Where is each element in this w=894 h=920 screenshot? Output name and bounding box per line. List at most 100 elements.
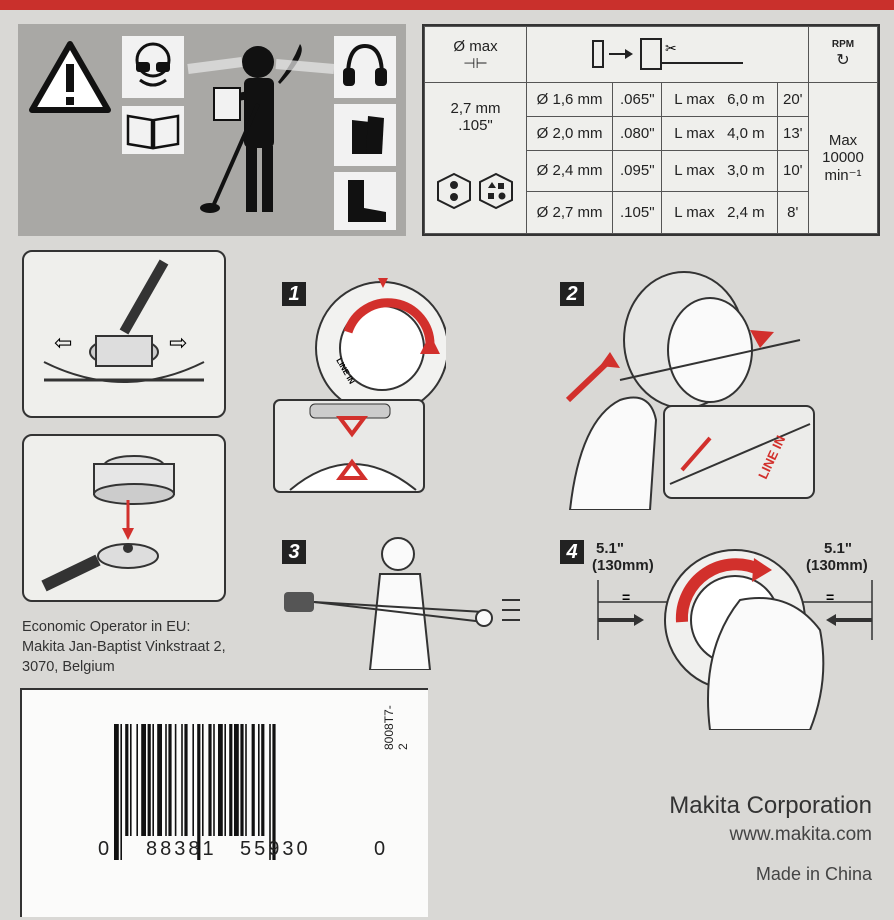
barcode-bar xyxy=(197,724,201,860)
operator-figure xyxy=(200,44,302,213)
operator-line3: 3070, Belgium xyxy=(22,659,115,675)
barcode-bar xyxy=(141,724,146,836)
manual-icon xyxy=(122,106,184,154)
line-spec-table: Ø max ⊣⊢ ✂ RPM ↻ 2,7 mm . xyxy=(422,24,880,236)
max-rpm: 10000 xyxy=(822,149,864,166)
trimmer-head-illustration: ⇦ ⇨ xyxy=(22,250,226,418)
max-line-in: .105" xyxy=(458,116,493,134)
step-1-badge: 1 xyxy=(282,282,306,306)
eq-left: = xyxy=(622,589,630,605)
barcode-bar xyxy=(240,724,244,836)
barcode-bar xyxy=(229,724,233,836)
row1-ft: 20' xyxy=(776,82,810,117)
row1-inch: .065" xyxy=(612,82,663,117)
barcode-bar xyxy=(157,724,162,836)
ear-protection-icon xyxy=(334,36,396,98)
product-code: 8008T7-2 xyxy=(382,705,410,750)
row4-m: 2,4 m xyxy=(727,204,765,222)
safety-illustration xyxy=(29,36,396,230)
gloves-icon xyxy=(334,104,396,166)
barcode-bar xyxy=(208,724,212,836)
dim-right-mm: (130mm) xyxy=(806,557,868,574)
barcode-bar xyxy=(125,724,129,836)
row2-ft: 13' xyxy=(776,115,810,151)
row2-dia: Ø 2,0 mm xyxy=(525,115,614,151)
company-url: www.makita.com xyxy=(729,824,872,845)
barcode-digits-3: 55930 xyxy=(240,838,311,860)
barcode-bar xyxy=(120,724,122,860)
barcode-digits-2: 88381 xyxy=(146,838,217,860)
barcode xyxy=(114,724,276,860)
svg-text:✂: ✂ xyxy=(665,41,677,57)
barcode-bar xyxy=(224,724,226,836)
line-cutting-icon: ✂ xyxy=(591,37,743,70)
company-name: Makita Corporation xyxy=(669,792,872,819)
svg-text:⇦: ⇦ xyxy=(54,331,72,356)
barcode-bar xyxy=(258,724,260,836)
barcode-digit-1: 0 xyxy=(98,838,110,860)
barcode-bar xyxy=(202,724,204,836)
boots-icon xyxy=(334,172,396,230)
dim-left-mm: (130mm) xyxy=(592,557,654,574)
barcode-bar xyxy=(136,724,138,836)
eq-right: = xyxy=(826,589,834,605)
rotation-icon: ↻ xyxy=(836,52,850,69)
economic-operator: Economic Operator in EU: Makita Jan-Bapt… xyxy=(22,617,226,677)
barcode-bar xyxy=(181,724,183,836)
row2-lmax: L max xyxy=(674,124,715,142)
barcode-digit-4: 0 xyxy=(374,838,386,860)
dia-max-label: Ø max xyxy=(453,37,498,55)
step-4-illustration: = = xyxy=(597,549,873,730)
step-3-illustration xyxy=(284,537,520,670)
svg-text:⇨: ⇨ xyxy=(169,331,187,356)
step-2-badge: 2 xyxy=(560,282,584,306)
barcode-bar xyxy=(192,724,194,836)
top-red-strip xyxy=(0,0,894,10)
barcode-bar xyxy=(218,724,223,836)
max-line-mm: 2,7 mm xyxy=(450,99,501,117)
row4-ft: 8' xyxy=(776,191,810,234)
company-info: Makita Corporation www.makita.com Made i… xyxy=(669,792,872,885)
country-origin: Made in China xyxy=(755,864,872,884)
dim-right-in: 5.1" xyxy=(824,540,852,557)
row2-m: 4,0 m xyxy=(727,124,765,142)
line-width-icon: ⊣⊢ xyxy=(463,54,488,71)
barcode-label: 0 88381 55930 0 8008T7-2 xyxy=(20,688,428,917)
row3-inch: .095" xyxy=(612,149,663,193)
dim-left-in: 5.1" xyxy=(596,540,624,557)
step-3-badge: 3 xyxy=(282,540,306,564)
barcode-bar xyxy=(114,724,119,860)
barcode-bar xyxy=(147,724,151,836)
barcode-bar xyxy=(251,724,255,836)
step-2-illustration: LINE IN xyxy=(565,271,815,510)
barcode-bar xyxy=(174,724,177,836)
step-4-badge: 4 xyxy=(560,540,584,564)
material-icons xyxy=(436,172,513,209)
operator-line1: Economic Operator in EU: xyxy=(22,619,191,635)
rpm-label: RPM xyxy=(831,39,855,50)
barcode-bar xyxy=(165,724,167,836)
row1-lmax: L max xyxy=(674,90,715,108)
step-1-illustration: LINE IN xyxy=(273,278,446,493)
spool-attach-illustration xyxy=(22,434,226,602)
row3-m: 3,0 m xyxy=(727,162,765,180)
max-label: Max xyxy=(828,132,858,149)
barcode-bar xyxy=(213,724,215,836)
barcode-bar xyxy=(269,724,271,860)
row4-inch: .105" xyxy=(612,191,663,234)
barcode-bar xyxy=(261,724,265,836)
row1-dia: Ø 1,6 mm xyxy=(525,82,614,117)
safety-instructions-panel xyxy=(18,24,406,236)
row1-m: 6,0 m xyxy=(727,90,765,108)
rpm-unit: min⁻¹ xyxy=(824,167,862,184)
row2-inch: .080" xyxy=(612,115,663,151)
row4-dia: Ø 2,7 mm xyxy=(525,191,614,234)
row4-lmax: L max xyxy=(674,204,715,222)
barcode-bar xyxy=(168,724,172,836)
barcode-bar xyxy=(184,724,188,836)
barcode-bar xyxy=(234,724,239,836)
barcode-bar xyxy=(272,724,276,860)
row3-lmax: L max xyxy=(674,162,715,180)
barcode-bar xyxy=(152,724,154,836)
warning-icon xyxy=(29,41,111,113)
